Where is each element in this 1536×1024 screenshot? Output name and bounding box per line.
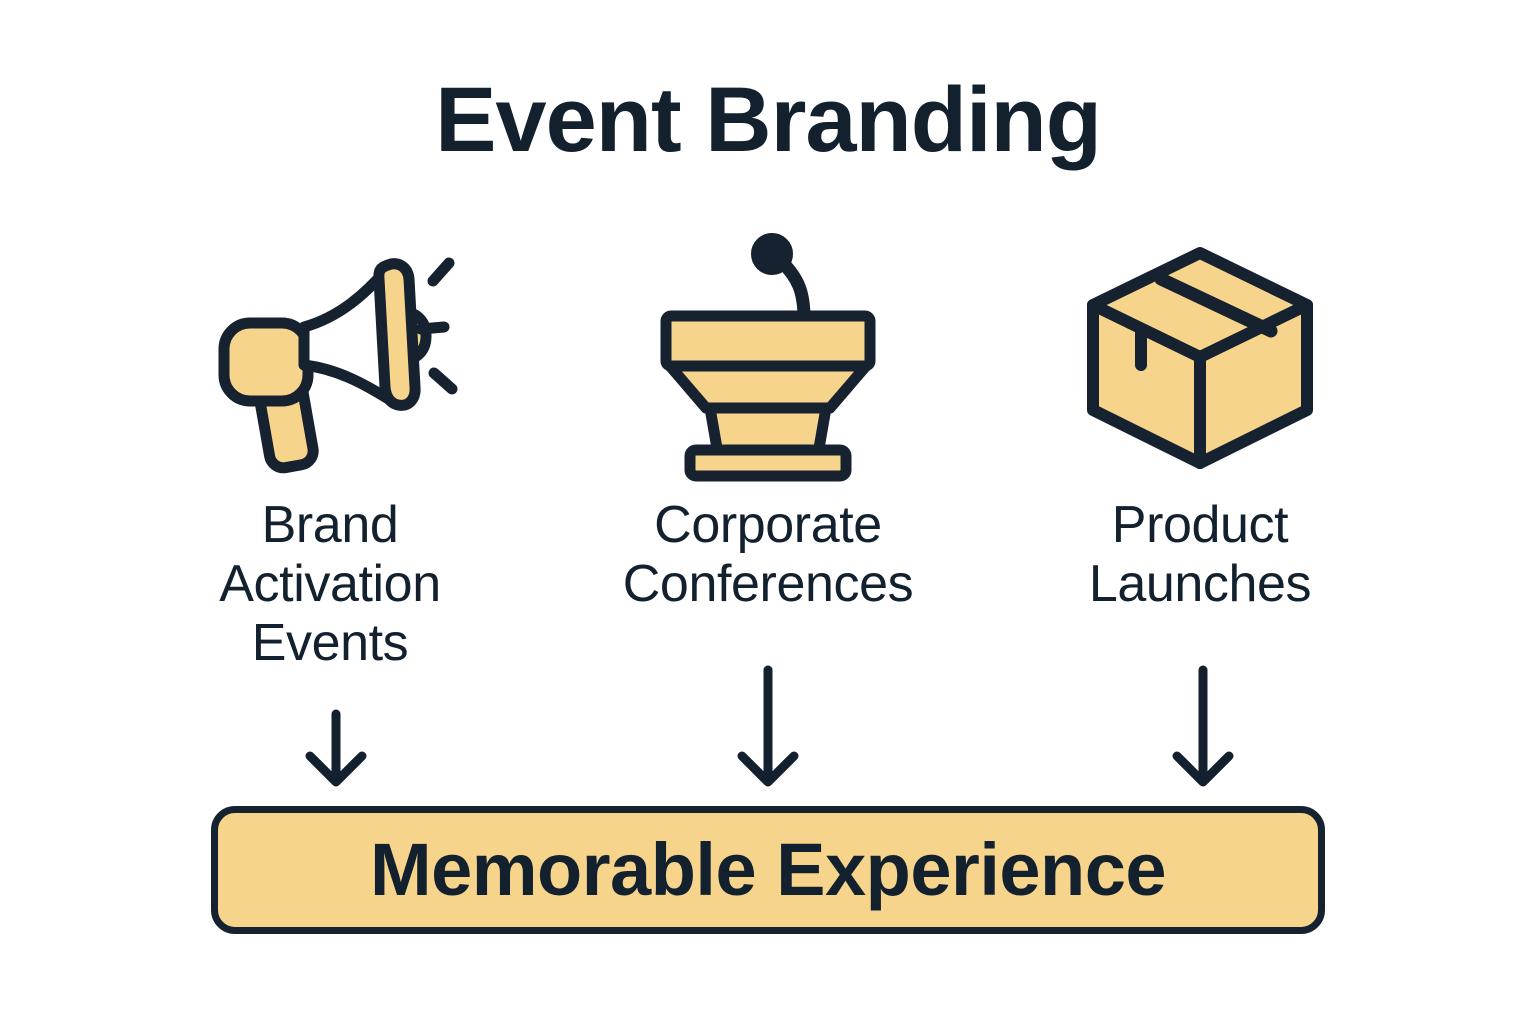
- column-label-corporate-conferences: Corporate Conferences: [622, 496, 914, 614]
- label-line: Launches: [1088, 554, 1312, 613]
- label-line: Conferences: [622, 554, 914, 613]
- column-corporate-conferences: Corporate Conferences: [603, 232, 933, 614]
- megaphone-icon: [200, 232, 460, 482]
- column-label-product-launches: Product Launches: [1088, 496, 1312, 614]
- label-line: Corporate: [654, 496, 882, 554]
- arrow-down-icon-brand-activation: [305, 709, 367, 787]
- arrow-down-icon-corporate-conferences: [737, 665, 799, 787]
- arrow-down-icon-product-launches: [1172, 665, 1234, 787]
- column-product-launches: Product Launches: [1035, 232, 1365, 614]
- podium-microphone-icon: [638, 232, 898, 482]
- label-line: Brand: [261, 496, 399, 554]
- column-label-brand-activation-events: Brand Activation Events: [219, 496, 441, 672]
- product-box-icon: [1070, 232, 1330, 482]
- label-line: Product: [1111, 496, 1289, 554]
- page-title: Event Branding: [435, 69, 1102, 171]
- memorable-experience-label: Memorable Experience: [369, 828, 1167, 911]
- memorable-experience-banner: Memorable Experience: [211, 806, 1325, 934]
- label-line: Activation: [219, 554, 441, 613]
- label-line: Events: [251, 613, 409, 672]
- column-brand-activation-events: Brand Activation Events: [165, 232, 495, 672]
